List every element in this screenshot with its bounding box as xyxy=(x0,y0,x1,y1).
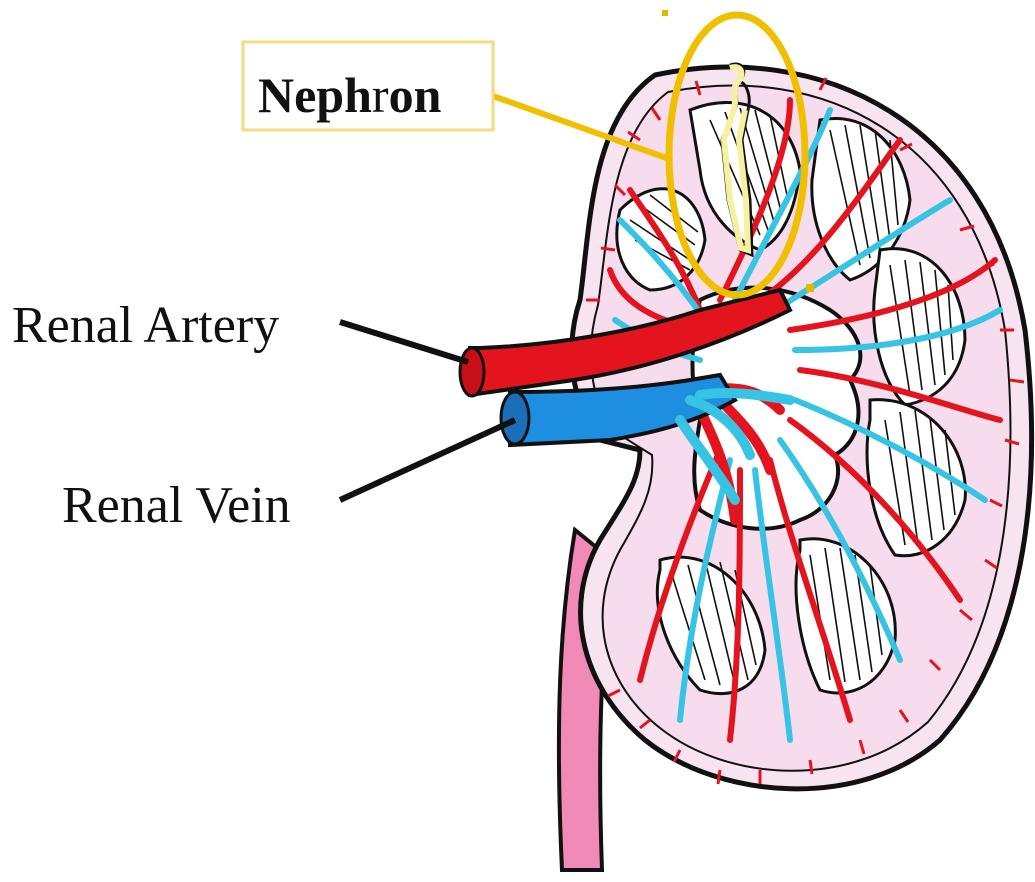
yellow-mark xyxy=(662,10,668,16)
nephron-label-part2: r xyxy=(372,67,389,123)
nephron-label: Nephron xyxy=(258,67,442,123)
renal-artery-lumen xyxy=(460,348,484,396)
renal-artery-label: Renal Artery xyxy=(12,297,279,354)
renal-vein-leader-line xyxy=(340,420,515,500)
renal-vein-lumen xyxy=(501,392,529,444)
renal-vein-label: Renal Vein xyxy=(62,477,291,534)
nephron-label-part3: on xyxy=(389,67,442,123)
yellow-mark xyxy=(806,284,814,292)
nephron-label-part1: Neph xyxy=(258,67,372,123)
renal-artery-leader-line xyxy=(340,322,468,362)
